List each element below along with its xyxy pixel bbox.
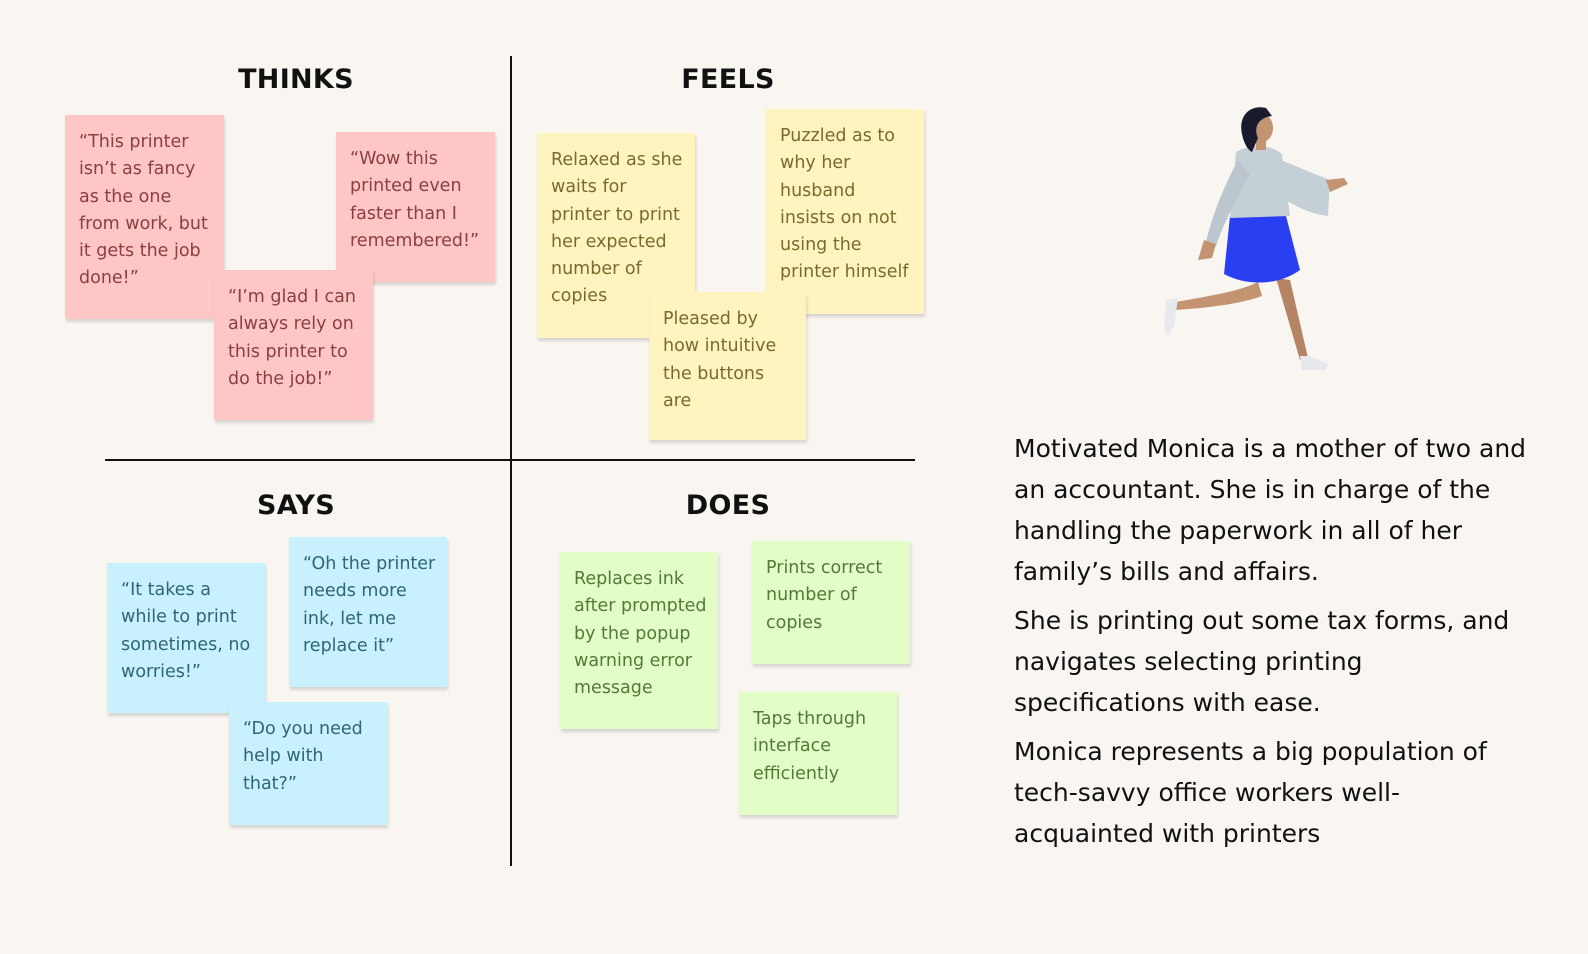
front-leg — [1276, 278, 1308, 360]
front-arm — [1276, 158, 1330, 216]
thinks-title: THINKS — [238, 64, 354, 95]
says-title: SAYS — [257, 490, 335, 521]
does-note-3[interactable]: Taps through interface efficiently — [739, 692, 897, 815]
feels-note-1[interactable]: Relaxed as she waits for printer to prin… — [537, 133, 695, 338]
hair — [1241, 107, 1272, 152]
does-note-1[interactable]: Replaces ink after prompted by the popup… — [560, 552, 718, 729]
horizontal-axis-line — [105, 459, 915, 461]
vertical-axis-line — [510, 56, 512, 866]
feels-note-3[interactable]: Pleased by how intuitive the buttons are — [649, 292, 806, 440]
back-leg — [1174, 282, 1262, 310]
persona-paragraph-3: Monica represents a big population of te… — [1014, 737, 1487, 848]
front-shoe — [1300, 356, 1328, 370]
says-note-3[interactable]: “Do you need help with that?” — [229, 702, 387, 825]
does-note-2[interactable]: Prints correct number of copies — [752, 541, 910, 664]
thinks-note-1[interactable]: “This printer isn’t as fancy as the one … — [65, 115, 224, 319]
thinks-note-2[interactable]: “Wow this printed even faster than I rem… — [336, 132, 495, 282]
neck — [1256, 134, 1266, 150]
back-hand — [1198, 240, 1216, 260]
thinks-note-3[interactable]: “I’m glad I can always rely on this prin… — [214, 270, 373, 420]
front-hand — [1326, 178, 1348, 192]
says-note-2[interactable]: “Oh the printer needs more ink, let me r… — [289, 537, 447, 687]
back-shoe — [1164, 298, 1178, 336]
skirt — [1224, 216, 1300, 283]
back-arm — [1206, 160, 1250, 246]
persona-paragraph-1: Motivated Monica is a mother of two and … — [1014, 434, 1527, 586]
feels-title: FEELS — [681, 64, 775, 95]
persona-paragraph-2: She is printing out some tax forms, and … — [1014, 606, 1510, 717]
sweater — [1230, 146, 1290, 218]
persona-illustration — [1164, 107, 1348, 370]
feels-note-2[interactable]: Puzzled as to why her husband insists on… — [766, 109, 924, 314]
says-note-1[interactable]: “It takes a while to print sometimes, no… — [107, 563, 265, 713]
does-title: DOES — [685, 490, 771, 521]
